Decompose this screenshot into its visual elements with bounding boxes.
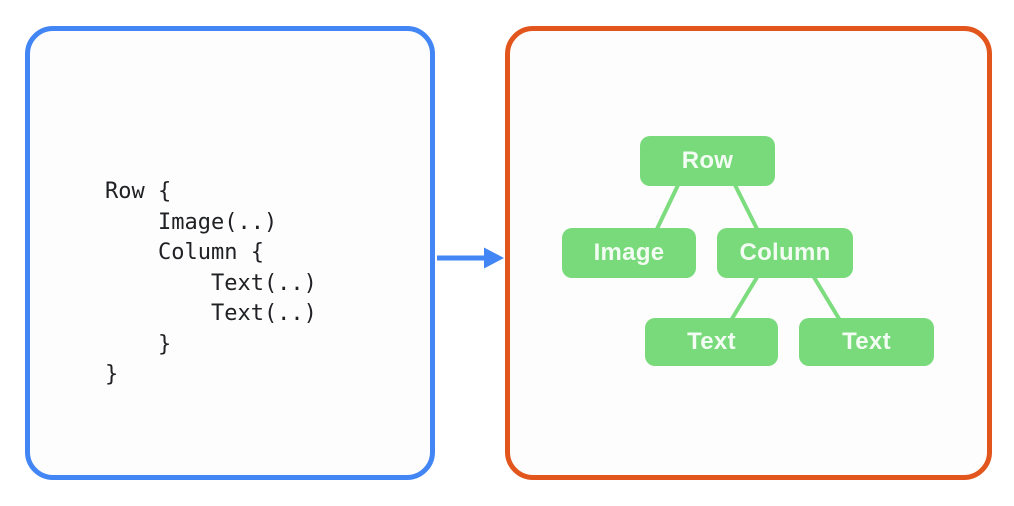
tree-node-image: Image	[562, 228, 696, 278]
code-line: }	[105, 331, 172, 357]
code-line: Row {	[105, 179, 172, 204]
tree-node-column: Column	[717, 228, 853, 278]
code-line: Image(..)	[105, 209, 278, 235]
code-panel	[25, 26, 435, 480]
arrow-right-icon	[437, 247, 504, 269]
code-line: Text(..)	[105, 270, 317, 296]
tree-node-text-right: Text	[799, 318, 934, 366]
tree-node-text-left: Text	[645, 318, 778, 366]
tree-node-row: Row	[640, 136, 775, 186]
code-block: Row { Image(..) Column { Text(..) Text(.…	[105, 177, 317, 391]
code-line: Column {	[105, 240, 264, 265]
code-line: }	[105, 362, 119, 387]
code-line: Text(..)	[105, 301, 317, 326]
